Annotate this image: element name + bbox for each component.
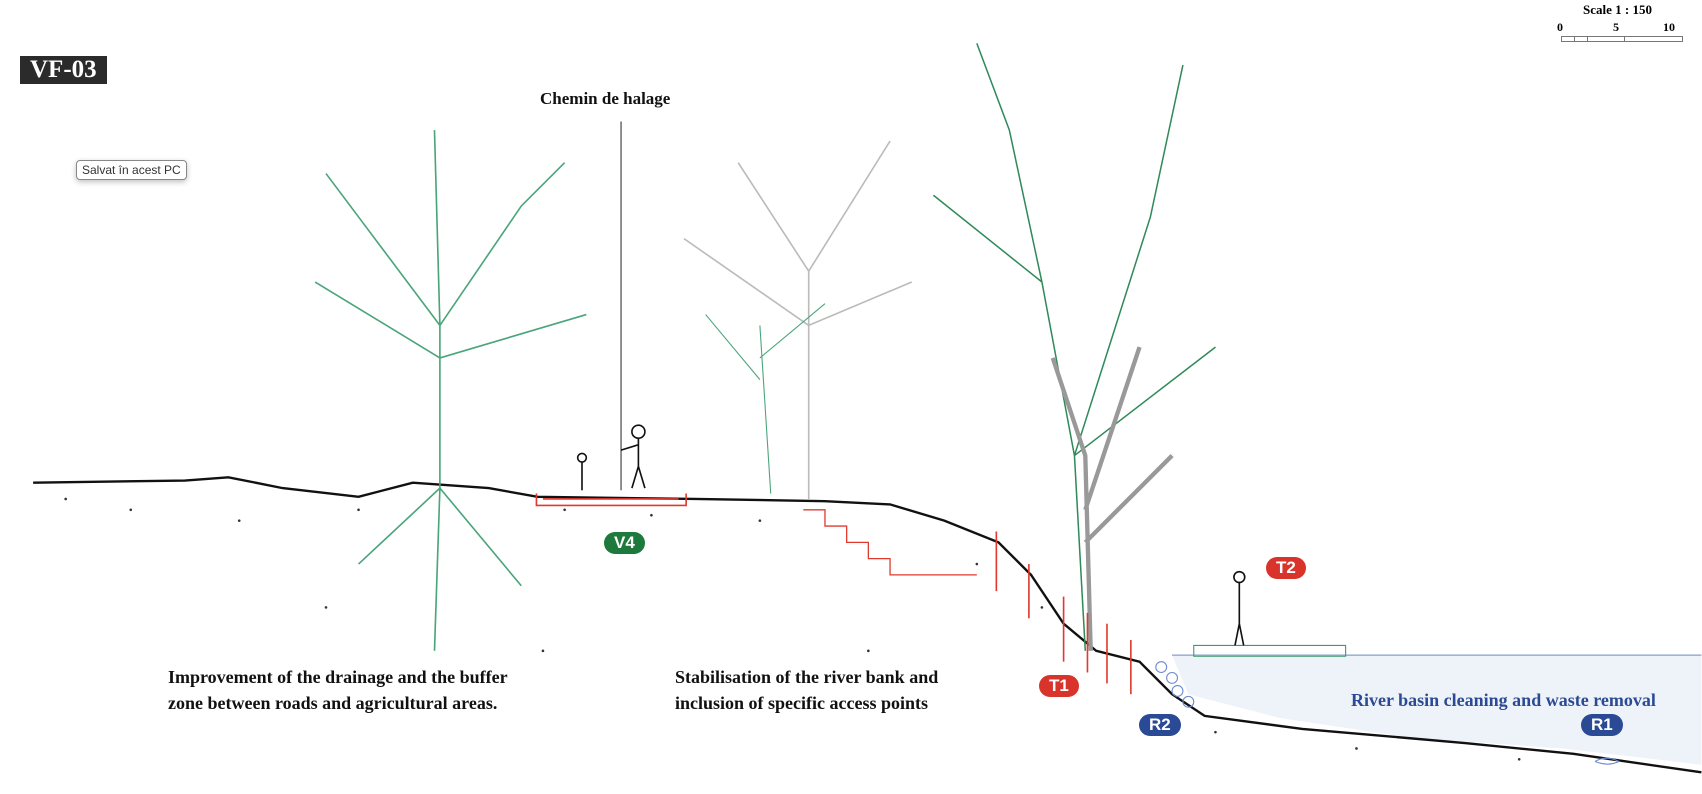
caption-line: inclusion of specific access points xyxy=(675,693,929,713)
scale-bar: Scale 1 : 150 0 5 10 xyxy=(1555,2,1683,42)
bank-stakes xyxy=(995,531,1132,695)
section-title-badge: VF-03 xyxy=(20,56,107,84)
caption-river: River basin cleaning and waste removal xyxy=(1351,690,1656,710)
shrub-middle xyxy=(705,303,826,494)
people-silhouettes xyxy=(576,424,1246,646)
path-label: Chemin de halage xyxy=(540,89,671,108)
caption-line: Improvement of the drainage and the buff… xyxy=(168,667,508,687)
tag-r1: R1 xyxy=(1581,714,1623,736)
tree-willow xyxy=(932,43,1216,651)
tag-v4: V4 xyxy=(604,532,645,554)
caption-drainage: Improvement of the drainage and the buff… xyxy=(168,664,508,716)
towpath xyxy=(535,493,687,507)
stairs xyxy=(803,509,977,576)
gabion-stones xyxy=(1155,661,1195,708)
ground-line xyxy=(33,476,1702,774)
caption-bank: Stabilisation of the river bank and incl… xyxy=(675,664,938,716)
tag-t2: T2 xyxy=(1266,557,1306,579)
pontoon xyxy=(1193,644,1347,657)
fish-icon xyxy=(1594,757,1621,765)
caption-line: Stabilisation of the river bank and xyxy=(675,667,939,687)
scale-tick-5: 5 xyxy=(1613,20,1619,34)
scale-tick-10: 10 xyxy=(1663,20,1675,34)
river-water xyxy=(1172,655,1702,765)
tag-r2: R2 xyxy=(1139,714,1181,736)
scale-tick-0: 0 xyxy=(1557,20,1563,34)
tree-middle xyxy=(683,140,913,499)
tree-left xyxy=(314,130,587,651)
tag-t1: T1 xyxy=(1039,675,1079,697)
saved-tooltip: Salvat în acest PC xyxy=(76,160,187,180)
scale-label: Scale 1 : 150 xyxy=(1583,2,1652,17)
tree-grey xyxy=(1050,346,1174,651)
caption-line: zone between roads and agricultural area… xyxy=(168,693,498,713)
soil-texture xyxy=(64,497,1521,761)
